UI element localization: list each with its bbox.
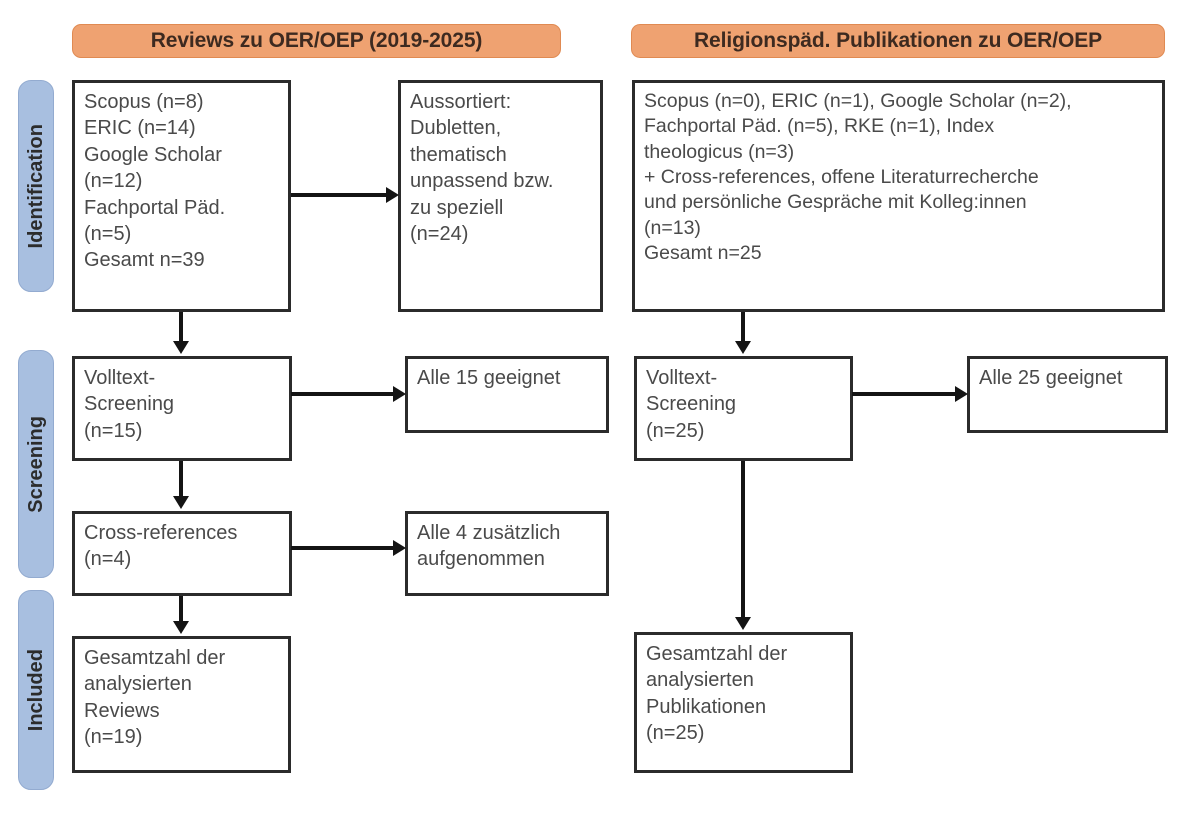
phase-label-screening-text: Screening: [24, 415, 47, 513]
column-header-left: Reviews zu OER/OEP (2019-2025): [72, 24, 561, 58]
arrowhead-left-identification-to-excluded: [386, 187, 399, 203]
box-left-screening: Volltext- Screening (n=15): [72, 356, 292, 461]
box-right-screening: Volltext- Screening (n=25): [634, 356, 853, 461]
connector-left-crossrefs-to-result: [291, 546, 395, 550]
box-left-identification: Scopus (n=8) ERIC (n=14) Google Scholar …: [72, 80, 291, 312]
connector-right-screening-to-included: [741, 461, 745, 619]
phase-label-included-text: Included: [24, 648, 47, 732]
arrowhead-left-crossrefs-to-included: [173, 621, 189, 634]
box-right-identification: Scopus (n=0), ERIC (n=1), Google Scholar…: [632, 80, 1165, 312]
phase-label-included: Included: [18, 590, 54, 790]
box-left-excluded: Aussortiert: Dubletten, thematisch unpas…: [398, 80, 603, 312]
box-left-crossrefs: Cross-references (n=4): [72, 511, 292, 596]
arrowhead-left-crossrefs-to-result: [393, 540, 406, 556]
phase-label-identification: Identification: [18, 80, 54, 292]
phase-label-identification-text: Identification: [24, 123, 47, 249]
box-left-included: Gesamtzahl der analysierten Reviews (n=1…: [72, 636, 291, 773]
arrowhead-left-screening-to-result: [393, 386, 406, 402]
connector-right-identification-to-screening: [741, 312, 745, 344]
box-left-crossrefs-result: Alle 4 zusätzlich aufgenommen: [405, 511, 609, 596]
connector-left-crossrefs-to-included: [179, 596, 183, 623]
arrowhead-right-screening-to-included: [735, 617, 751, 630]
connector-right-screening-to-result: [852, 392, 957, 396]
box-left-screening-result: Alle 15 geeignet: [405, 356, 609, 433]
column-header-right: Religionspäd. Publikationen zu OER/OEP: [631, 24, 1165, 58]
connector-left-screening-to-result: [291, 392, 395, 396]
arrowhead-right-identification-to-screening: [735, 341, 751, 354]
connector-left-screening-to-crossrefs: [179, 461, 183, 498]
arrowhead-left-identification-to-screening: [173, 341, 189, 354]
phase-label-screening: Screening: [18, 350, 54, 578]
connector-left-identification-to-excluded: [291, 193, 387, 197]
arrowhead-right-screening-to-result: [955, 386, 968, 402]
box-right-included: Gesamtzahl der analysierten Publikatione…: [634, 632, 853, 773]
arrowhead-left-screening-to-crossrefs: [173, 496, 189, 509]
connector-left-identification-to-screening: [179, 312, 183, 344]
box-right-screening-result: Alle 25 geeignet: [967, 356, 1168, 433]
